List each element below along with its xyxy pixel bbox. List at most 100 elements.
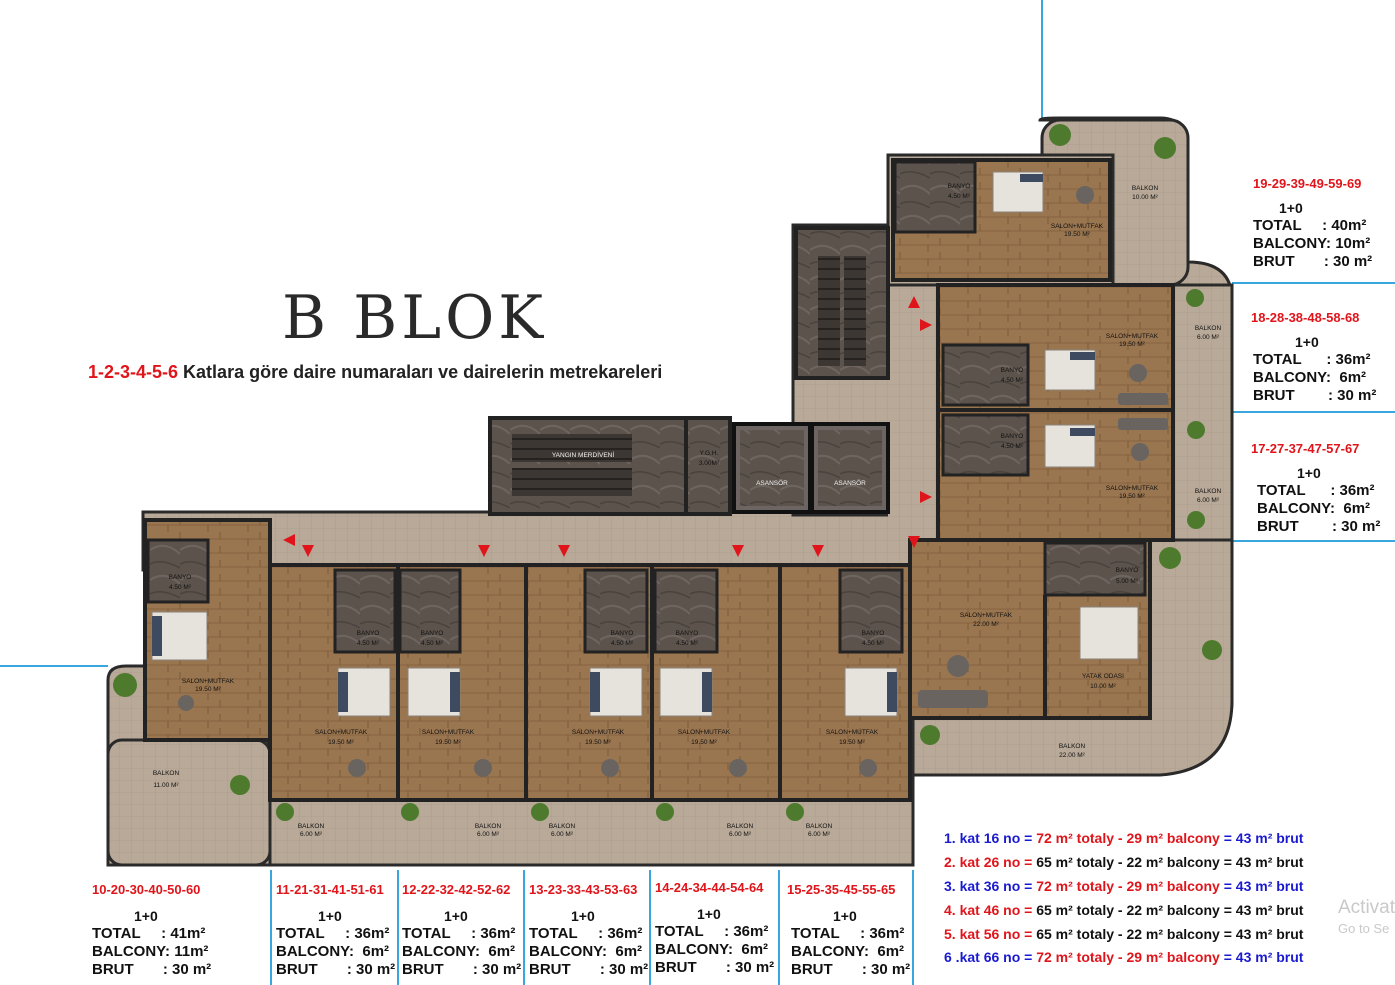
room-label: BALKON [475,823,502,830]
unit-brut: BRUT : 30 m² [1253,387,1377,404]
room-area: 19.50 M² [839,739,865,746]
room-area: 6.00 M² [1197,334,1220,341]
floor-summary-5: 5. kat 56 no = 65 m² totaly - 22 m² balc… [944,926,1303,942]
unit-total: TOTAL : 36m² [1253,351,1371,368]
unit-brut: BRUT : 30 m² [1257,518,1381,535]
unit-type: 1+0 [571,908,595,924]
floor-summary-label: 3. kat 36 no = [944,878,1037,894]
unit-info-18: 18-28-38-48-58-68 1+0 TOTAL : 36m² BALCO… [1251,309,1376,405]
room-area: 4.50 M² [1001,377,1024,384]
unit-info-12: 12-22-32-42-52-62 1+0 TOTAL : 36m² BALCO… [402,881,521,979]
furniture [178,186,1168,777]
ygh-area: 3.00M² [699,460,720,467]
unit-balcony: BALCONY: 6m² [791,943,905,960]
fire-stairs-label: YANGIN MERDİVENİ [552,450,615,459]
floor-summary-area: 65 m² totaly - 22 m² balcony [1036,902,1220,918]
unit-type: 1+0 [444,908,468,924]
room-label: SALON+MUTFAK [960,612,1013,619]
unit-total: TOTAL : 36m² [791,925,905,942]
room-area: 4.50 M² [611,640,634,647]
room-label: BALKON [727,823,754,830]
unit-total: TOTAL : 36m² [655,923,769,940]
floor-summary-label: 2. kat 26 no = [944,854,1037,870]
unit-balcony: BALCONY: 10m² [1253,235,1371,252]
room-area: 4.50 M² [169,584,192,591]
ygh-label: Y.G.H. [700,450,719,457]
floor-summary-6: 6 .kat 66 no = 72 m² totaly - 29 m² balc… [944,949,1303,965]
room-label: SALON+MUTFAK [1106,485,1159,492]
room-label: BANYO [676,630,699,637]
floor-summary-1: 1. kat 16 no = 72 m² totaly - 29 m² balc… [944,830,1303,846]
unit-info-14: 14-24-34-44-54-64 1+0 TOTAL : 36m² BALCO… [655,879,774,977]
room-area: 19.50 M² [1064,231,1090,238]
room-label: SALON+MUTFAK [315,729,368,736]
room-area: 4.50 M² [357,640,380,647]
floor-summary-4: 4. kat 46 no = 65 m² totaly - 22 m² balc… [944,902,1303,918]
unit-total: TOTAL : 36m² [1257,482,1375,499]
floor-summary-label: 1. kat 16 no = [944,830,1037,846]
unit-numbers: 19-29-39-49-59-69 [1253,176,1362,191]
room-area: 6.00 M² [477,831,500,838]
room-label: BALKON [549,823,576,830]
floor-summary-label: 4. kat 46 no = [944,902,1037,918]
plants [113,124,1222,821]
unit-balcony: BALCONY: 6m² [402,943,516,960]
room-area: 19.50 M² [1119,341,1145,348]
core-labels: YANGIN MERDİVENİ Y.G.H. 3.00M² ASANSÖR A… [552,450,866,487]
unit-type: 1+0 [318,908,342,924]
floor-summary-brut: = 43 m² brut [1219,830,1304,846]
block-subtitle: 1-2-3-4-5-6 Katlara göre daire numaralar… [88,362,662,383]
activation-watermark-link[interactable]: Go to Se [1338,921,1390,936]
room-label: BANYO [1116,567,1139,574]
room-area: 11.00 M² [153,782,179,789]
room-area: 4.50 M² [1001,443,1024,450]
room-area: 4.50 M² [948,193,971,200]
unit-info-15: 15-25-35-45-55-65 1+0 TOTAL : 36m² BALCO… [787,881,910,979]
room-area: 19.50 M² [195,686,221,693]
room-label: BANYO [1001,433,1024,440]
unit-total: TOTAL : 36m² [276,925,390,942]
room-area: 19.50 M² [328,739,354,746]
elevator-label: ASANSÖR [834,479,866,487]
room-label: BANYO [948,183,971,190]
floor-summary-label: 5. kat 56 no = [944,926,1037,942]
floor-summary-area: 72 m² totaly - 29 m² balcony [1036,878,1220,894]
unit-info-10: 10-20-30-40-50-60 1+0 TOTAL : 41m² BALCO… [92,881,211,979]
bathrooms [146,160,1147,654]
room-area: 6.00 M² [1197,497,1220,504]
room-area: 5.00 M² [1116,578,1139,585]
unit-type: 1+0 [134,908,158,924]
pillows [152,174,1095,712]
room-area: 6.00 M² [729,831,752,838]
room-label: BALKON [153,770,180,777]
floor-summary-brut: = 43 m² brut [1219,902,1304,918]
block-title: B BLOK [282,283,548,353]
unit-numbers: 18-28-38-48-58-68 [1251,310,1360,325]
unit-balcony: BALCONY: 6m² [276,943,390,960]
room-label: SALON+MUTFAK [678,729,731,736]
unit-brut: BRUT : 30 m² [402,961,522,978]
room-label: BANYO [421,630,444,637]
floor-summary-brut: = 43 m² brut [1219,878,1304,894]
room-labels: BANYO 4.50 M² SALON+MUTFAK 19.50 M² BALK… [153,183,1222,838]
room-area: 19.50 M² [691,739,717,746]
room-label: BALKON [1132,185,1159,192]
unit-balcony: BALCONY: 6m² [529,943,643,960]
unit-type: 1+0 [1295,334,1319,350]
unit-balcony: BALCONY: 6m² [1257,500,1371,517]
unit-numbers: 17-27-37-47-57-67 [1251,441,1360,456]
room-area: 10.00 M² [1090,683,1116,690]
unit-info-17: 17-27-37-47-57-67 1+0 TOTAL : 36m² BALCO… [1251,440,1380,536]
unit-type: 1+0 [1279,200,1303,216]
unit-brut: BRUT : 30 m² [1253,253,1373,270]
unit-total: TOTAL : 36m² [529,925,643,942]
room-area: 22.00 M² [973,621,999,628]
unit-total: TOTAL : 41m² [92,925,206,942]
room-area: 4.50 M² [862,640,885,647]
unit-numbers: 10-20-30-40-50-60 [92,882,201,897]
floor-summary-area: 65 m² totaly - 22 m² balcony [1036,926,1220,942]
floor-summary-brut: = 43 m² brut [1219,854,1304,870]
room-label: BANYO [357,630,380,637]
